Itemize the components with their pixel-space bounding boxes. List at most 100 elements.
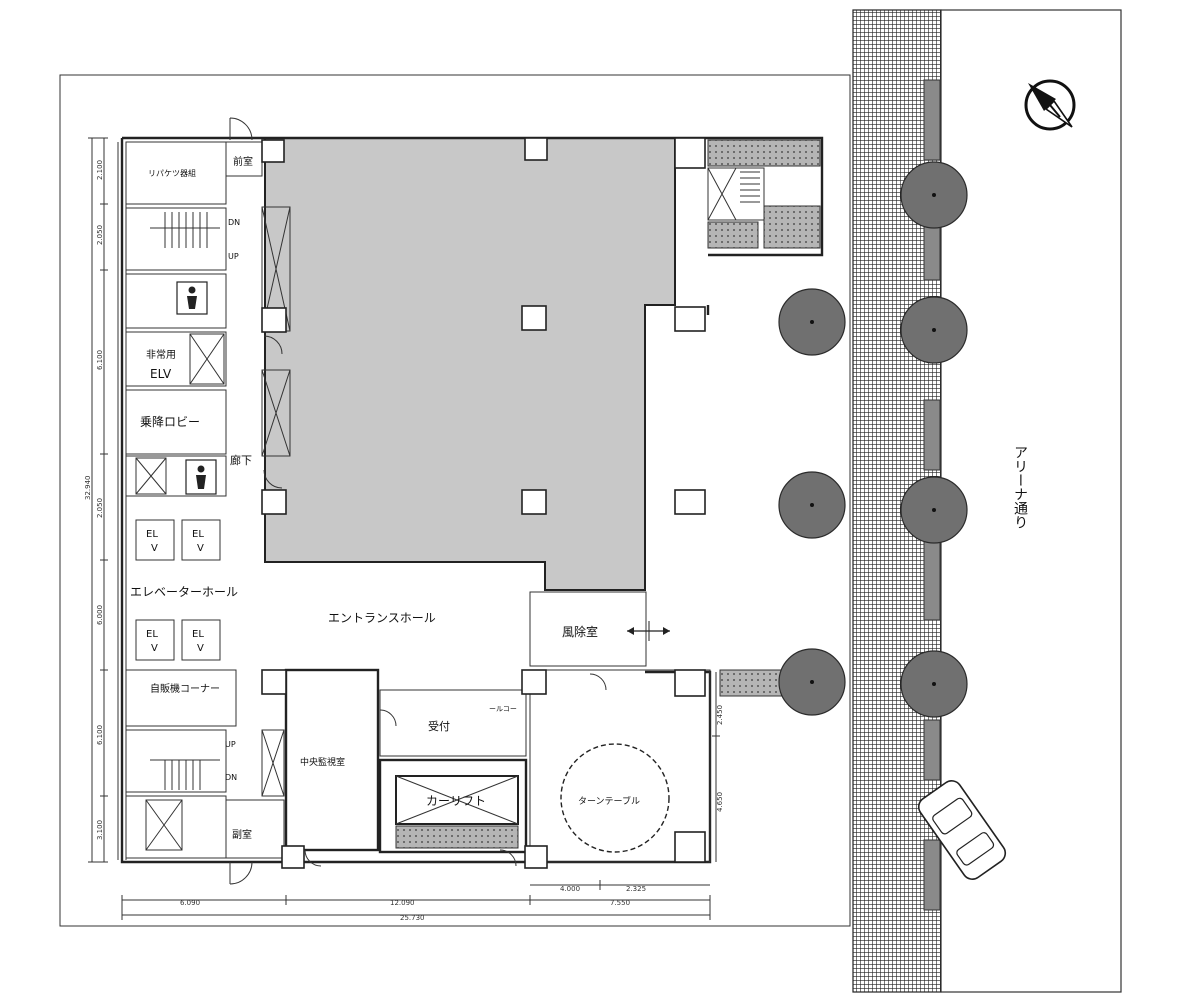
ne-stair xyxy=(707,167,765,221)
south-stair-up-label: UP xyxy=(225,740,236,749)
elevator-4-label-b: V xyxy=(197,643,204,654)
toilet-icon xyxy=(176,281,208,315)
double-arrow-icon xyxy=(627,621,670,641)
sidewalk-planter xyxy=(923,79,941,161)
toilet-room-south xyxy=(125,455,227,497)
car-icon xyxy=(917,780,1007,880)
column xyxy=(281,845,305,869)
door-swing xyxy=(589,673,607,691)
ne-planter-1 xyxy=(707,139,821,167)
north-stair-treads xyxy=(150,212,220,248)
south-stair-dn-label: DN xyxy=(225,773,237,782)
dimension-lines-left xyxy=(88,137,108,863)
elevator-1-label-b: V xyxy=(151,543,158,554)
tree-icon xyxy=(900,161,968,229)
tree-icon xyxy=(900,296,968,364)
north-arrow-icon xyxy=(1024,79,1076,131)
dim-bottom-sub-2: 2.325 xyxy=(626,885,646,893)
dim-bottom-sub-1: 4.000 xyxy=(560,885,580,893)
boarding-lobby xyxy=(125,389,227,455)
arena-street-label: アリーナ通り xyxy=(1012,445,1028,529)
dimension-lines-right xyxy=(712,672,720,862)
column xyxy=(674,489,706,515)
elevator-2-label: EL xyxy=(192,529,204,540)
door-swing xyxy=(263,335,283,355)
ne-stair-treads xyxy=(740,171,760,203)
reception-room xyxy=(379,689,527,757)
column xyxy=(524,137,548,161)
elevator-1 xyxy=(135,519,175,561)
elv-shaft xyxy=(189,333,225,385)
south-stair-treads xyxy=(150,759,220,790)
column xyxy=(261,489,287,515)
north-stair-dn-label: DN xyxy=(228,218,240,227)
duct-south xyxy=(261,729,285,797)
column xyxy=(261,669,287,695)
elv-shaft-cross xyxy=(189,333,225,385)
dim-bottom-mid: 12.090 xyxy=(390,899,415,907)
corridor-label: 廊下 xyxy=(230,453,252,467)
sales-floor xyxy=(264,137,676,591)
elevator-4-label: EL xyxy=(192,629,204,640)
shaft-south xyxy=(135,457,167,495)
reception-label: 受付 xyxy=(428,720,450,733)
door-swing xyxy=(229,117,253,141)
column xyxy=(674,831,706,863)
east-planter xyxy=(719,669,783,697)
dim-left-seg-2: 2.050 xyxy=(96,225,104,245)
ne-planter-3 xyxy=(707,221,759,249)
north-stair-up-label: UP xyxy=(228,252,239,261)
toilet-room-north xyxy=(125,273,227,329)
elevator-2 xyxy=(181,519,221,561)
building-outline xyxy=(120,136,824,864)
shaft-se xyxy=(145,799,183,851)
front-room-label: 前室 xyxy=(233,155,253,168)
door-swing xyxy=(229,861,253,885)
shaft-se-cross xyxy=(145,799,183,851)
vending-corner-label: 自販機コーナー xyxy=(150,682,220,695)
emergency-elv-label-1: 非常用 xyxy=(146,348,176,361)
sidewalk-planter xyxy=(923,839,941,911)
dim-right-2: 4.650 xyxy=(716,792,724,812)
vending-corner xyxy=(125,669,237,727)
turntable-circle xyxy=(560,743,670,853)
duct-mid-cross xyxy=(261,369,291,457)
dim-left-seg-5: 6.000 xyxy=(96,605,104,625)
toilet-room-se xyxy=(125,795,227,859)
dim-bottom-total: 25.730 xyxy=(400,914,425,922)
dim-left-total: 32.940 xyxy=(84,476,92,501)
door-swing xyxy=(304,849,322,867)
ne-stair-cross xyxy=(707,167,737,221)
dimension-lines-bottom xyxy=(121,880,711,920)
ne-planter-2 xyxy=(763,205,821,249)
tree-icon xyxy=(778,471,846,539)
column xyxy=(674,306,706,332)
elevator-4 xyxy=(181,619,221,661)
tree-icon xyxy=(778,648,846,716)
deputy-room xyxy=(225,799,285,859)
boarding-lobby-label: 乗降ロビー xyxy=(140,415,200,429)
column xyxy=(521,305,547,331)
elevator-3-label-b: V xyxy=(151,643,158,654)
turntable-label: ターンテーブル xyxy=(578,795,640,807)
elevator-2-label-b: V xyxy=(197,543,204,554)
sidewalk-planter xyxy=(923,539,941,621)
central-monitoring-label: 中央監視室 xyxy=(300,756,345,768)
door-swing xyxy=(499,849,517,867)
windbreak-room-label: 風除室 xyxy=(562,624,598,639)
emergency-elv xyxy=(125,331,227,387)
sidewalk-planter xyxy=(923,719,941,781)
site-boundary xyxy=(59,74,851,927)
tree-icon xyxy=(900,476,968,544)
tree-icon xyxy=(900,650,968,718)
elevator-3 xyxy=(135,619,175,661)
column xyxy=(521,669,547,695)
dim-left-seg-1: 2.100 xyxy=(96,160,104,180)
dim-bottom-right: 7.550 xyxy=(610,899,630,907)
car-lift-frame xyxy=(378,758,528,854)
elevator-1-label: EL xyxy=(146,529,158,540)
dim-right-1: 2.450 xyxy=(716,705,724,725)
deputy-room-label: 副室 xyxy=(232,828,252,841)
column xyxy=(261,139,285,163)
windbreak-room xyxy=(529,591,647,667)
